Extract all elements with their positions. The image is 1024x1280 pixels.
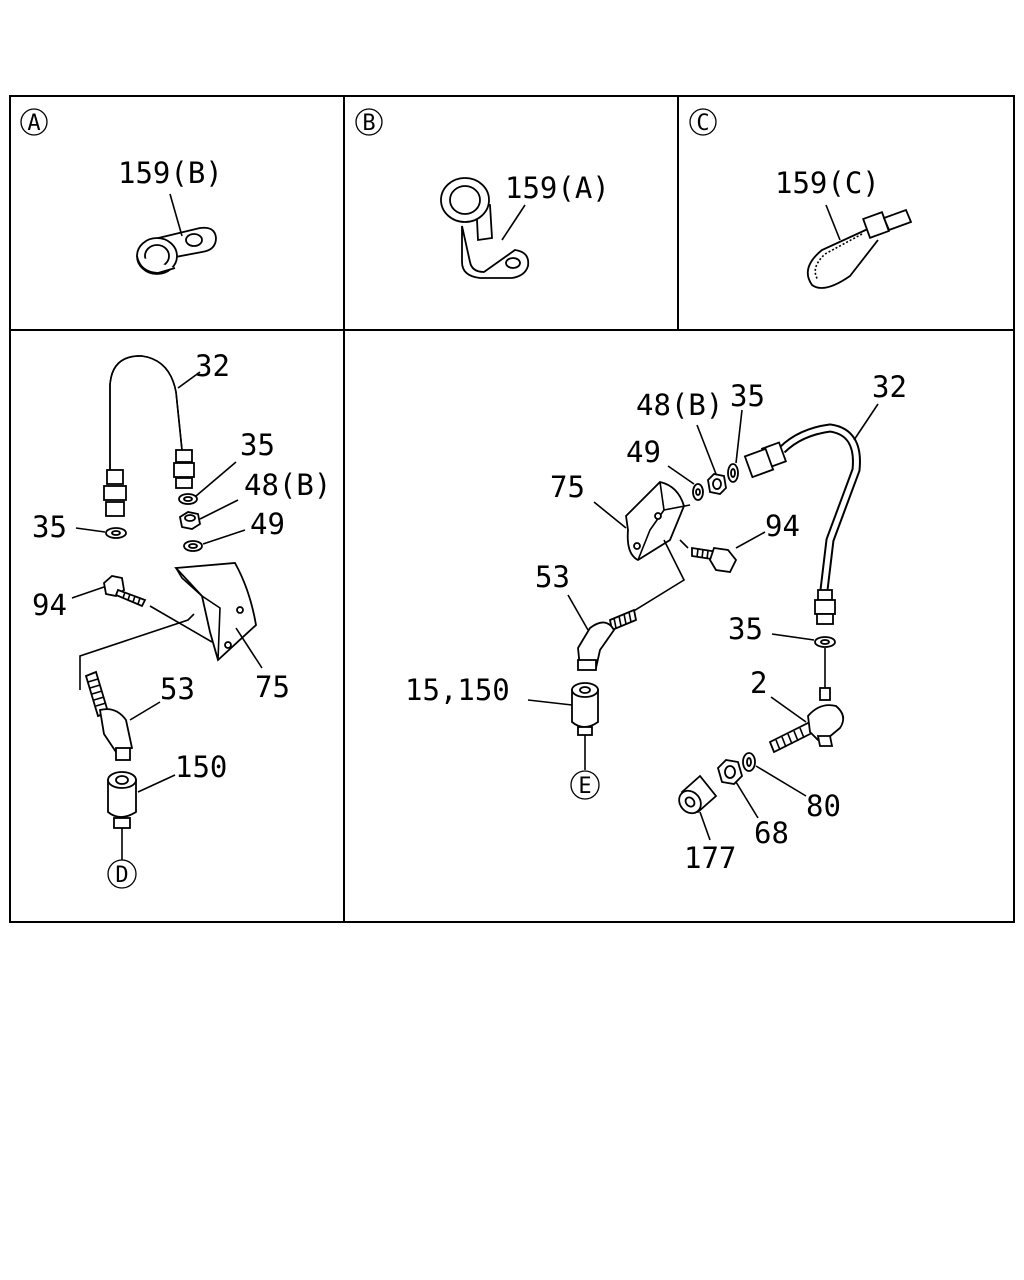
part-label-15-150: 15,150 [405,673,510,707]
part-label-53: 53 [160,672,195,706]
leader-line [755,765,807,797]
svg-text:B: B [362,111,375,136]
leader-line [129,701,161,721]
part-label-68: 68 [754,816,789,850]
bracket-icon [625,481,691,562]
nut-icon [178,511,202,530]
part-label-35-top: 35 [240,428,275,462]
part-label-35-mid-right: 35 [728,612,763,646]
leader-line [825,204,841,241]
leader-line [853,403,879,441]
cable-tie-icon [806,208,913,289]
part-label-177: 177 [684,841,736,875]
panel-b: B 159(A) [355,108,610,279]
leader-line [735,409,743,464]
leader-line [235,627,263,669]
part-label-159a: 159(A) [505,171,610,205]
assembly-guide-line [79,613,195,690]
leader-line [770,696,807,723]
bracket-icon [174,562,257,662]
lockwasher-icon [183,540,203,552]
brake-hose-icon [743,423,861,625]
part-label-49-right: 49 [626,435,661,469]
leader-line [75,527,106,533]
sleeve-icon [678,774,718,815]
sleeve-icon [107,771,137,829]
part-label-49: 49 [250,507,285,541]
leader-line [177,371,201,389]
connector-marker-d: D [107,859,137,889]
part-label-35-left: 35 [32,510,67,544]
leader-line [699,811,711,841]
svg-text:E: E [578,774,591,799]
panel-a-marker: A [20,108,48,136]
washer-icon [727,463,739,483]
panel-c-marker: C [689,108,717,136]
right-assembly: 32 35 48(B) 49 75 [405,370,907,875]
assembly-guide-line [679,539,689,549]
panel-a: A 159(B) [20,108,223,275]
nut-icon [716,759,744,785]
part-label-80: 80 [806,789,841,823]
brake-hose-icon [103,355,195,517]
tee-fitting-icon [768,687,845,754]
washer-icon [814,636,836,648]
leader-line [501,204,526,241]
assembly-guide-line [149,605,213,643]
leader-line [137,774,176,793]
sleeve-icon [571,682,599,736]
washer-icon [105,527,127,539]
svg-text:D: D [115,863,128,888]
lockwasher-icon [692,483,704,501]
diagram-frame [9,95,1015,923]
part-label-94: 94 [32,588,67,622]
washer-icon [742,752,756,772]
part-label-32: 32 [195,349,230,383]
hose-clip-icon [136,226,217,275]
elbow-fitting-icon [577,608,638,671]
leader-line [195,461,237,497]
part-label-35-top-right: 35 [730,379,765,413]
part-label-48b: 48(B) [244,468,331,502]
part-label-2: 2 [750,666,767,700]
panel-c: C 159(C) [689,108,913,289]
assembly-guide-line [631,539,686,613]
leader-line [202,529,246,545]
elbow-fitting-icon [84,670,134,761]
leader-line [567,594,589,631]
leader-line [667,465,695,485]
part-label-94-right: 94 [765,509,800,543]
bolt-icon [691,546,738,573]
connector-marker-e: E [570,770,600,800]
part-label-75: 75 [255,670,290,704]
leader-line [199,499,239,520]
leader-line [169,193,183,237]
leader-line [527,699,573,706]
part-label-75-right: 75 [550,470,585,504]
part-label-159c: 159(C) [775,166,880,200]
svg-text:A: A [27,111,40,136]
panel-b-marker: B [355,108,383,136]
washer-icon [178,493,198,505]
leader-line [735,781,759,819]
leader-line [593,501,627,529]
part-label-159b: 159(B) [118,156,223,190]
leader-line [71,586,105,599]
part-label-150: 150 [175,750,227,784]
svg-text:C: C [696,111,709,136]
part-label-53-right: 53 [535,560,570,594]
nut-icon [707,473,727,495]
bolt-icon [103,575,147,608]
leader-line [696,424,717,475]
part-label-32-right: 32 [872,370,907,404]
leader-line [735,531,766,549]
hose-bracket-icon [440,177,530,279]
leader-line [771,633,815,641]
left-assembly: 32 35 48(B) 49 35 [32,349,331,889]
part-label-48b-right: 48(B) [636,388,723,422]
